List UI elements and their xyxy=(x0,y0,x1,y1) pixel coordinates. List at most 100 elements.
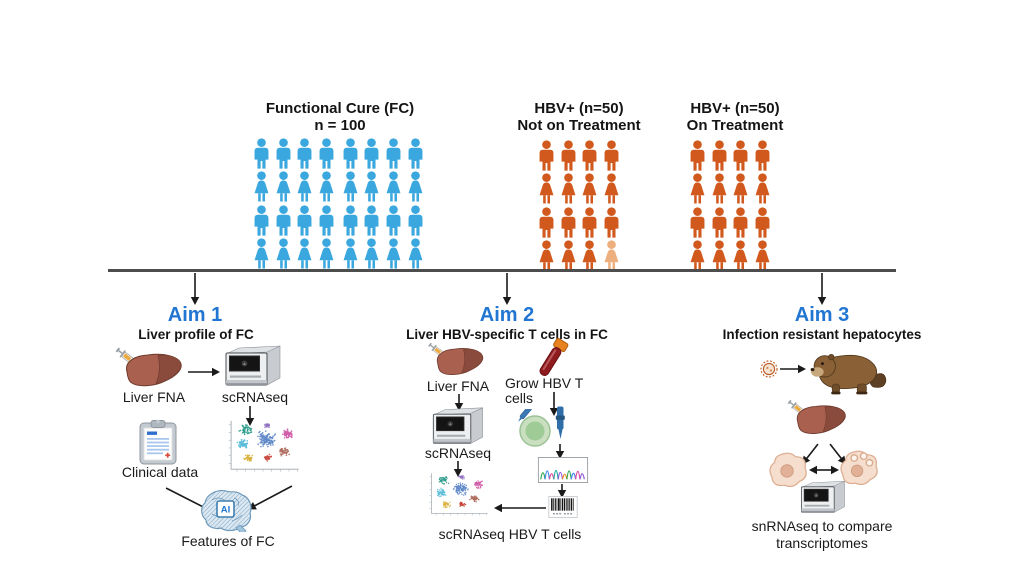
person-icon xyxy=(319,138,334,169)
arrow-right-icon xyxy=(188,366,220,378)
arrow-down-aim2-icon xyxy=(501,273,513,305)
person-icon xyxy=(755,140,770,171)
hepatocyte-icon xyxy=(766,451,810,489)
aim3-title: Aim 3 xyxy=(794,304,850,326)
cohort-title-line1: HBV+ (n=50) xyxy=(690,100,780,117)
barcode-icon xyxy=(548,496,578,518)
cohort-title-hbv-untreated: HBV+ (n=50) Not on Treatment xyxy=(499,100,659,134)
person-icon xyxy=(408,171,423,202)
person-icon xyxy=(604,173,619,204)
clipboard-icon xyxy=(139,419,177,465)
person-icon xyxy=(276,171,291,202)
person-icon xyxy=(254,205,269,236)
person-icon xyxy=(254,238,269,269)
person-icon xyxy=(408,205,423,236)
woodchuck-icon xyxy=(804,346,890,396)
cohort-title-line2: Not on Treatment xyxy=(517,116,641,134)
person-icon xyxy=(386,171,401,202)
person-icon xyxy=(386,205,401,236)
person-icon xyxy=(539,240,554,271)
cell-pipette-icon xyxy=(515,409,555,449)
aim2-result-label: scRNAseq HBV T cells xyxy=(438,526,582,542)
syringe-liver-icon xyxy=(785,395,849,439)
tsne-plot-icon xyxy=(228,420,299,472)
person-icon xyxy=(690,240,705,271)
arrow-left-icon xyxy=(494,502,546,514)
person-icon xyxy=(343,205,358,236)
cohort-title-line1: HBV+ (n=50) xyxy=(534,100,624,117)
person-icon xyxy=(364,171,379,202)
person-icon xyxy=(582,173,597,204)
person-icon xyxy=(276,138,291,169)
person-icon xyxy=(690,140,705,171)
person-icon xyxy=(276,205,291,236)
aim3-result-label: snRNAseq to compare transcriptomes xyxy=(751,518,893,551)
chromatogram-icon xyxy=(537,457,589,483)
arrow-down-icon xyxy=(556,484,568,498)
aim1-scrnaseq-label: scRNAseq xyxy=(221,389,289,405)
aim1-clinical-data-label: Clinical data xyxy=(121,464,199,480)
aim1-liver-fna-label: Liver FNA xyxy=(122,389,186,405)
virus-icon xyxy=(759,359,779,379)
person-icon xyxy=(582,140,597,171)
arrow-down-icon xyxy=(453,394,465,411)
arrow-down-aim3-icon xyxy=(816,273,828,305)
person-icon xyxy=(712,207,727,238)
person-icon xyxy=(755,207,770,238)
person-icon xyxy=(408,138,423,169)
person-icon xyxy=(733,140,748,171)
person-icon xyxy=(539,173,554,204)
sequencer-icon xyxy=(799,479,847,517)
person-icon xyxy=(561,140,576,171)
person-icon xyxy=(297,138,312,169)
tsne-plot-icon xyxy=(429,473,488,516)
person-icon xyxy=(276,238,291,269)
person-icon xyxy=(539,140,554,171)
person-icon xyxy=(254,171,269,202)
arrow-down-icon xyxy=(554,444,566,459)
person-icon xyxy=(343,171,358,202)
arrow-right-icon xyxy=(780,363,806,375)
person-icon xyxy=(386,138,401,169)
person-icon xyxy=(604,140,619,171)
baseline-divider xyxy=(108,269,896,272)
person-icon xyxy=(561,173,576,204)
person-icon xyxy=(408,238,423,269)
person-icon xyxy=(386,238,401,269)
cohort-title-fc: Functional Cure (FC) n = 100 xyxy=(240,100,440,134)
person-icon xyxy=(539,207,554,238)
aim1-title: Aim 1 xyxy=(167,304,223,326)
person-icon xyxy=(712,173,727,204)
aim1-features-label: Features of FC xyxy=(181,533,275,549)
sequencer-icon xyxy=(430,406,486,448)
person-icon xyxy=(582,207,597,238)
arrow-down-icon xyxy=(244,406,256,426)
aim2-liver-fna-label: Liver FNA xyxy=(426,378,490,394)
person-icon xyxy=(561,207,576,238)
person-icon xyxy=(733,207,748,238)
cohort-title-hbv-treated: HBV+ (n=50) On Treatment xyxy=(655,100,815,134)
cohort-title-line1: Functional Cure (FC) xyxy=(265,100,415,117)
person-grid-hbv-untreated xyxy=(537,140,623,274)
person-icon xyxy=(319,171,334,202)
arrow-down-icon xyxy=(452,461,464,477)
person-icon xyxy=(733,240,748,271)
aim2-scrnaseq-label: scRNAseq xyxy=(424,445,492,461)
cohort-title-line2: On Treatment xyxy=(686,116,784,134)
person-icon xyxy=(604,240,619,271)
person-icon xyxy=(297,238,312,269)
person-icon xyxy=(319,238,334,269)
sequencer-icon xyxy=(223,344,283,390)
person-icon xyxy=(733,173,748,204)
person-icon xyxy=(364,205,379,236)
person-icon xyxy=(297,171,312,202)
aim2-title: Aim 2 xyxy=(479,304,535,326)
person-icon xyxy=(690,207,705,238)
person-grid-fc xyxy=(252,138,427,272)
arrow-down-icon xyxy=(548,392,560,416)
person-icon xyxy=(604,207,619,238)
ai-brain-icon: AI xyxy=(198,488,254,532)
syringe-liver-icon xyxy=(113,342,185,392)
person-icon xyxy=(712,140,727,171)
